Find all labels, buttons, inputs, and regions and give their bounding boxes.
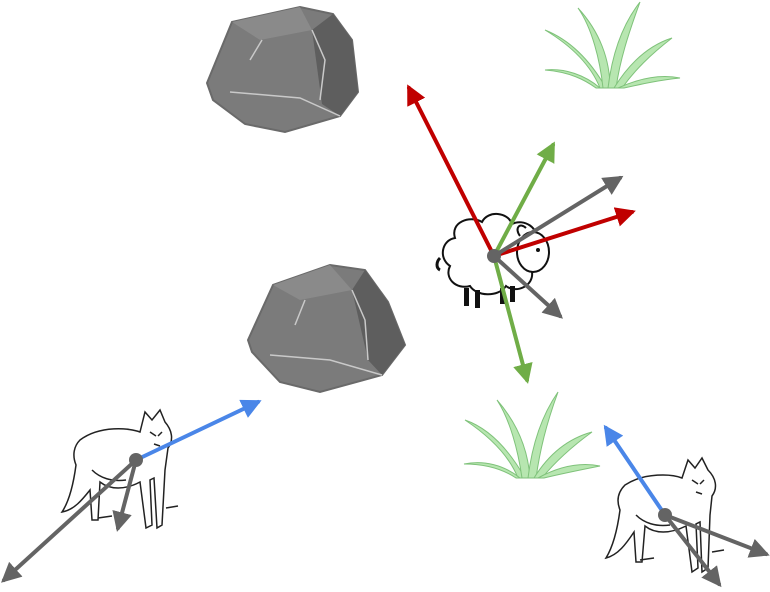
wolf-right-vectors xyxy=(603,424,770,588)
wolf-left-vector-gray-1 xyxy=(1,458,138,583)
sheep-vector-origin xyxy=(487,249,501,263)
wolf-right-vector-origin xyxy=(658,508,672,522)
grass-middle-right xyxy=(463,391,601,479)
wolf-left-vector-blue-1 xyxy=(134,399,262,462)
sheep-vector-green-1 xyxy=(492,141,555,258)
rock-top xyxy=(205,5,360,134)
wolf-left xyxy=(60,408,179,530)
sheep-vector-gray-2 xyxy=(492,254,563,319)
wolf-left-vectors xyxy=(1,399,262,583)
wolf-right-vector-blue-1 xyxy=(603,424,667,517)
sheep-vector-red-2 xyxy=(492,207,636,258)
sheep-vector-gray-1 xyxy=(492,175,624,258)
wolf-right-vector-gray-1 xyxy=(663,513,770,558)
sheep-vector-red-1 xyxy=(407,84,496,258)
rock-middle xyxy=(246,263,407,394)
wolf-left-vector-gray-2 xyxy=(112,458,138,532)
sheep-vector-green-2 xyxy=(492,254,533,384)
wolf-right-vector-gray-2 xyxy=(663,513,722,588)
sheep-vectors xyxy=(407,84,636,384)
wolf-left-vector-origin xyxy=(129,453,143,467)
grass-top-right xyxy=(544,1,681,89)
